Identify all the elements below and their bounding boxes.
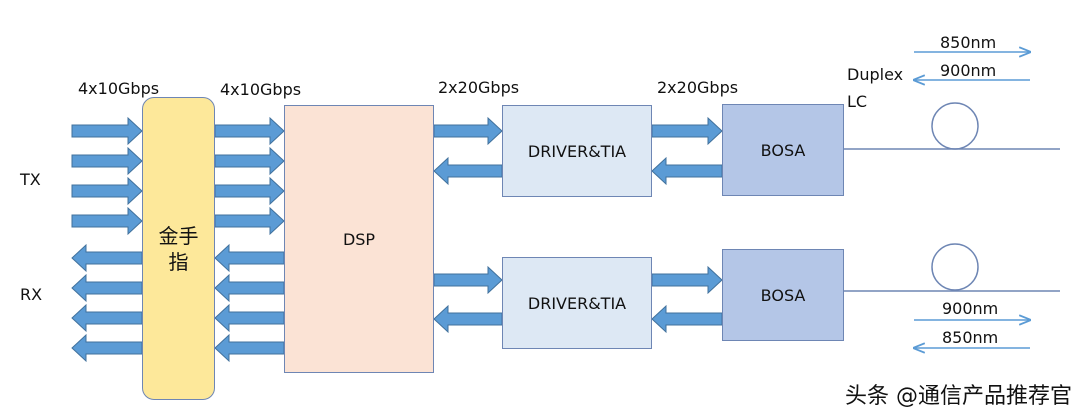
rx-arrow [214, 333, 285, 363]
driver-tia-label: DRIVER&TIA [527, 141, 627, 161]
dsp-block: DSP [284, 105, 434, 373]
driver-tia-block-bottom: DRIVER&TIA [502, 257, 652, 349]
driver-tia-block-top: DRIVER&TIA [502, 105, 652, 197]
rate-label-line: 4x10Gbps [220, 80, 302, 99]
rx-arrow [71, 273, 143, 303]
rate-label-driver-out: 2x20Gbps [657, 78, 739, 97]
tx-arrow-driver-bosa-top [651, 116, 723, 146]
wavelength-label: 900nm [940, 61, 997, 80]
rate-label-host: 4x10Gbps [78, 79, 160, 98]
tx-arrows-dsp [214, 116, 285, 236]
bosa-label: BOSA [760, 140, 806, 160]
bosa-label: BOSA [760, 285, 806, 305]
rx-arrow [71, 333, 143, 363]
connector-label-duplex: Duplex [847, 65, 904, 84]
rx-arrow-driver-dsp-top [433, 156, 503, 186]
dsp-label: DSP [342, 229, 376, 249]
rx-arrow-bosa-driver-bottom [651, 304, 723, 334]
gold-finger-label: 金手指 [158, 223, 199, 274]
rx-arrow [214, 273, 285, 303]
fiber-loop-top [931, 102, 979, 150]
tx-arrow-dsp-driver-bottom [433, 265, 503, 295]
wavelength-label: 850nm [940, 33, 997, 52]
tx-arrow [71, 116, 143, 146]
tx-arrow [71, 176, 143, 206]
tx-arrow [214, 176, 285, 206]
tx-arrow [214, 206, 285, 236]
tx-arrow [71, 146, 143, 176]
tx-arrow [71, 206, 143, 236]
tx-arrow [214, 146, 285, 176]
rx-arrows-host [71, 243, 143, 363]
gold-finger-block: 金手指 [142, 97, 215, 400]
rx-arrow-bosa-driver-top [651, 156, 723, 186]
watermark: 头条 @通信产品推荐官 [845, 384, 1072, 409]
tx-arrow-driver-bosa-bottom [651, 265, 723, 295]
rx-arrow [71, 243, 143, 273]
wavelength-label: 850nm [942, 328, 999, 347]
bosa-block-top: BOSA [722, 104, 844, 196]
wavelength-label: 900nm [942, 299, 999, 318]
rx-arrow [71, 303, 143, 333]
rate-label-dsp-out: 2x20Gbps [438, 78, 520, 97]
tx-arrow-dsp-driver-top [433, 116, 503, 146]
rx-label: RX [20, 285, 43, 304]
rx-arrow [214, 243, 285, 273]
rx-arrow-driver-dsp-bottom [433, 304, 503, 334]
tx-label: TX [20, 170, 41, 189]
rx-arrow [214, 303, 285, 333]
fiber-loop-bottom [931, 243, 979, 291]
tx-arrow [214, 116, 285, 146]
tx-arrows-host [71, 116, 143, 236]
rx-arrows-dsp [214, 243, 285, 363]
connector-label-lc: LC [847, 92, 868, 111]
driver-tia-label: DRIVER&TIA [527, 293, 627, 313]
bosa-block-bottom: BOSA [722, 249, 844, 341]
